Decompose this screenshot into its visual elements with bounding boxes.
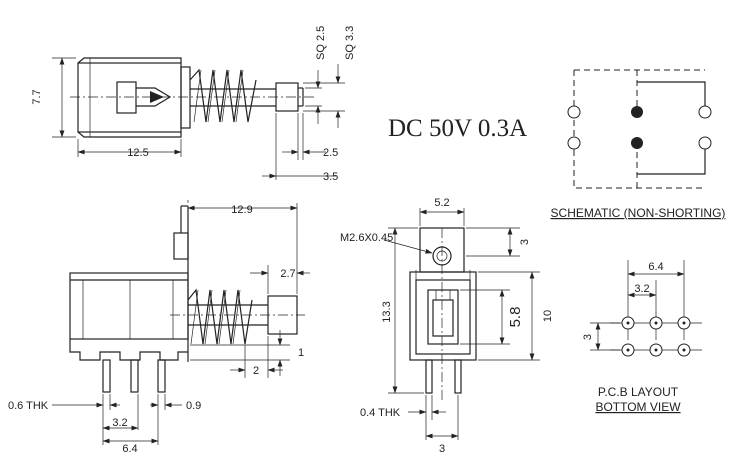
end-pin-pitch-label: 3 (439, 443, 445, 455)
end-view (383, 208, 540, 440)
side-dim-2-label: 2 (253, 365, 259, 377)
sq-small-label: SQ 2.5 (315, 26, 327, 60)
top-dim-a-label: 2.5 (323, 147, 338, 159)
end-height-label: 13.3 (381, 301, 393, 322)
side-pin-width-label: 0.9 (186, 400, 201, 412)
pcb-pitch-outer-label: 6.4 (648, 261, 663, 273)
side-overall-label: 12.9 (231, 204, 252, 216)
end-dim-3-label: 3 (519, 239, 531, 245)
end-dim-5-8-label: 5.8 (507, 307, 524, 328)
pcb-pitch-inner-label: 3.2 (634, 283, 649, 295)
schematic-common-contact (631, 106, 643, 118)
side-pin-thk-label: 0.6 THK (8, 400, 49, 412)
pcb-caption-line2: BOTTOM VIEW (595, 400, 681, 414)
rating-label: DC 50V 0.3A (388, 115, 527, 142)
side-travel-label: 2.7 (280, 268, 295, 280)
top-dim-b-label: 3.5 (323, 171, 338, 183)
side-dim-1-label: 1 (298, 347, 304, 359)
pcb-row-pitch-label: 3 (582, 334, 594, 340)
schematic-common-contact (631, 137, 643, 149)
top-view (52, 57, 345, 180)
sq-large-label: SQ 3.3 (344, 26, 356, 60)
schematic-contact (698, 105, 712, 119)
side-pitch-large-label: 6.4 (122, 443, 137, 455)
top-length-label: 12.5 (127, 147, 148, 159)
schematic (567, 69, 712, 189)
pcb-caption-line1: P.C.B LAYOUT (598, 385, 679, 399)
pcb-layout (590, 260, 702, 357)
end-screw-label: M2.6X0.45 (340, 232, 393, 244)
schematic-contact (567, 105, 581, 119)
end-dim-10-label: 10 (542, 310, 554, 322)
end-pin-thk-label: 0.4 THK (360, 407, 401, 419)
top-height-label: 7.7 (31, 89, 43, 104)
side-pitch-small-label: 3.2 (112, 417, 127, 429)
schematic-contact (698, 136, 712, 150)
schematic-caption: SCHEMATIC (NON-SHORTING) (551, 206, 726, 220)
end-width-label: 5.2 (434, 197, 449, 209)
side-view (52, 200, 310, 445)
schematic-contact (567, 136, 581, 150)
